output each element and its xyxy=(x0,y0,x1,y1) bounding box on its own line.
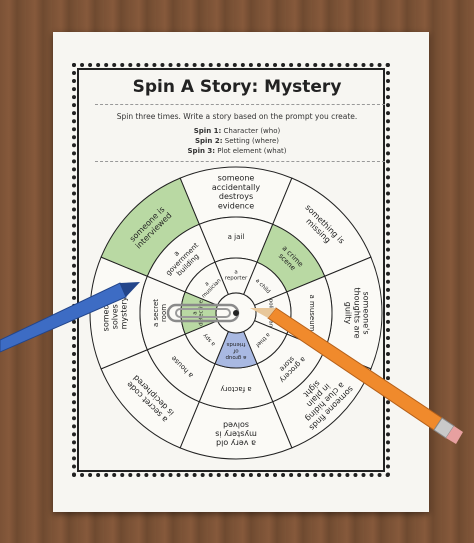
pin-icon xyxy=(233,310,239,316)
divider xyxy=(95,161,385,162)
outer-ring-label: thoughts are xyxy=(353,287,362,338)
inner-ring-label: reporter xyxy=(225,276,248,282)
middle-ring-label: a secret xyxy=(152,299,160,327)
inner-ring-label: of xyxy=(232,348,238,354)
spin-2-text: Setting (where) xyxy=(224,137,280,145)
spin-3-line: Spin 3: Plot element (what) xyxy=(0,147,474,155)
middle-ring-label: a jail xyxy=(228,233,245,241)
outer-ring-label: a very old xyxy=(216,439,256,448)
inner-ring-label: a xyxy=(204,281,211,288)
inner-ring-label: a xyxy=(234,269,237,275)
paperclip-inner-icon xyxy=(175,308,231,318)
outer-ring-label: solves a xyxy=(111,297,120,330)
spin-2-label: Spin 2: xyxy=(194,137,223,145)
middle-ring-label: a factory xyxy=(220,385,251,393)
spin-1-text: Character (who) xyxy=(223,127,281,135)
inner-ring-label: detective xyxy=(199,300,205,326)
outer-ring-label: evidence xyxy=(218,201,254,210)
orange-pencil-tip-icon xyxy=(250,308,276,318)
outer-ring-label: mystery xyxy=(120,296,129,329)
page-title: Spin A Story: Mystery xyxy=(132,77,342,97)
dotted-border xyxy=(72,63,390,477)
inner-ring-label: a group xyxy=(225,354,247,360)
instructions: Spin three times. Write a story based on… xyxy=(116,112,358,121)
outer-ring-label: guilty xyxy=(343,302,352,325)
spin-1-label: Spin 1: xyxy=(193,127,222,135)
spin-1-line: Spin 1: Character (who) xyxy=(0,127,474,135)
outer-ring-label: accidentally xyxy=(212,183,260,192)
spin-3-label: Spin 3: xyxy=(187,147,216,155)
outer-ring-label: someone xyxy=(218,174,255,183)
middle-ring-label: room xyxy=(160,304,168,322)
outer-ring-label: someone xyxy=(101,295,110,332)
divider xyxy=(95,104,385,105)
inner-ring-label: a xyxy=(192,311,198,314)
outer-ring-label: solved xyxy=(223,420,249,429)
inner-border xyxy=(77,68,385,472)
outer-ring-label: someone's xyxy=(362,291,371,334)
orange-pencil-eraser-icon xyxy=(446,426,463,444)
blue-pencil-tip-icon xyxy=(120,282,140,297)
middle-ring-label: a museum xyxy=(308,295,316,332)
spin-2-line: Spin 2: Setting (where) xyxy=(0,137,474,145)
middle-ring-label: a xyxy=(172,249,181,258)
outer-ring-label: mystery is xyxy=(215,430,257,439)
outer-ring-label: destroys xyxy=(219,192,253,201)
inner-ring-label: friends xyxy=(226,341,245,347)
spin-3-text: Plot element (what) xyxy=(217,147,287,155)
